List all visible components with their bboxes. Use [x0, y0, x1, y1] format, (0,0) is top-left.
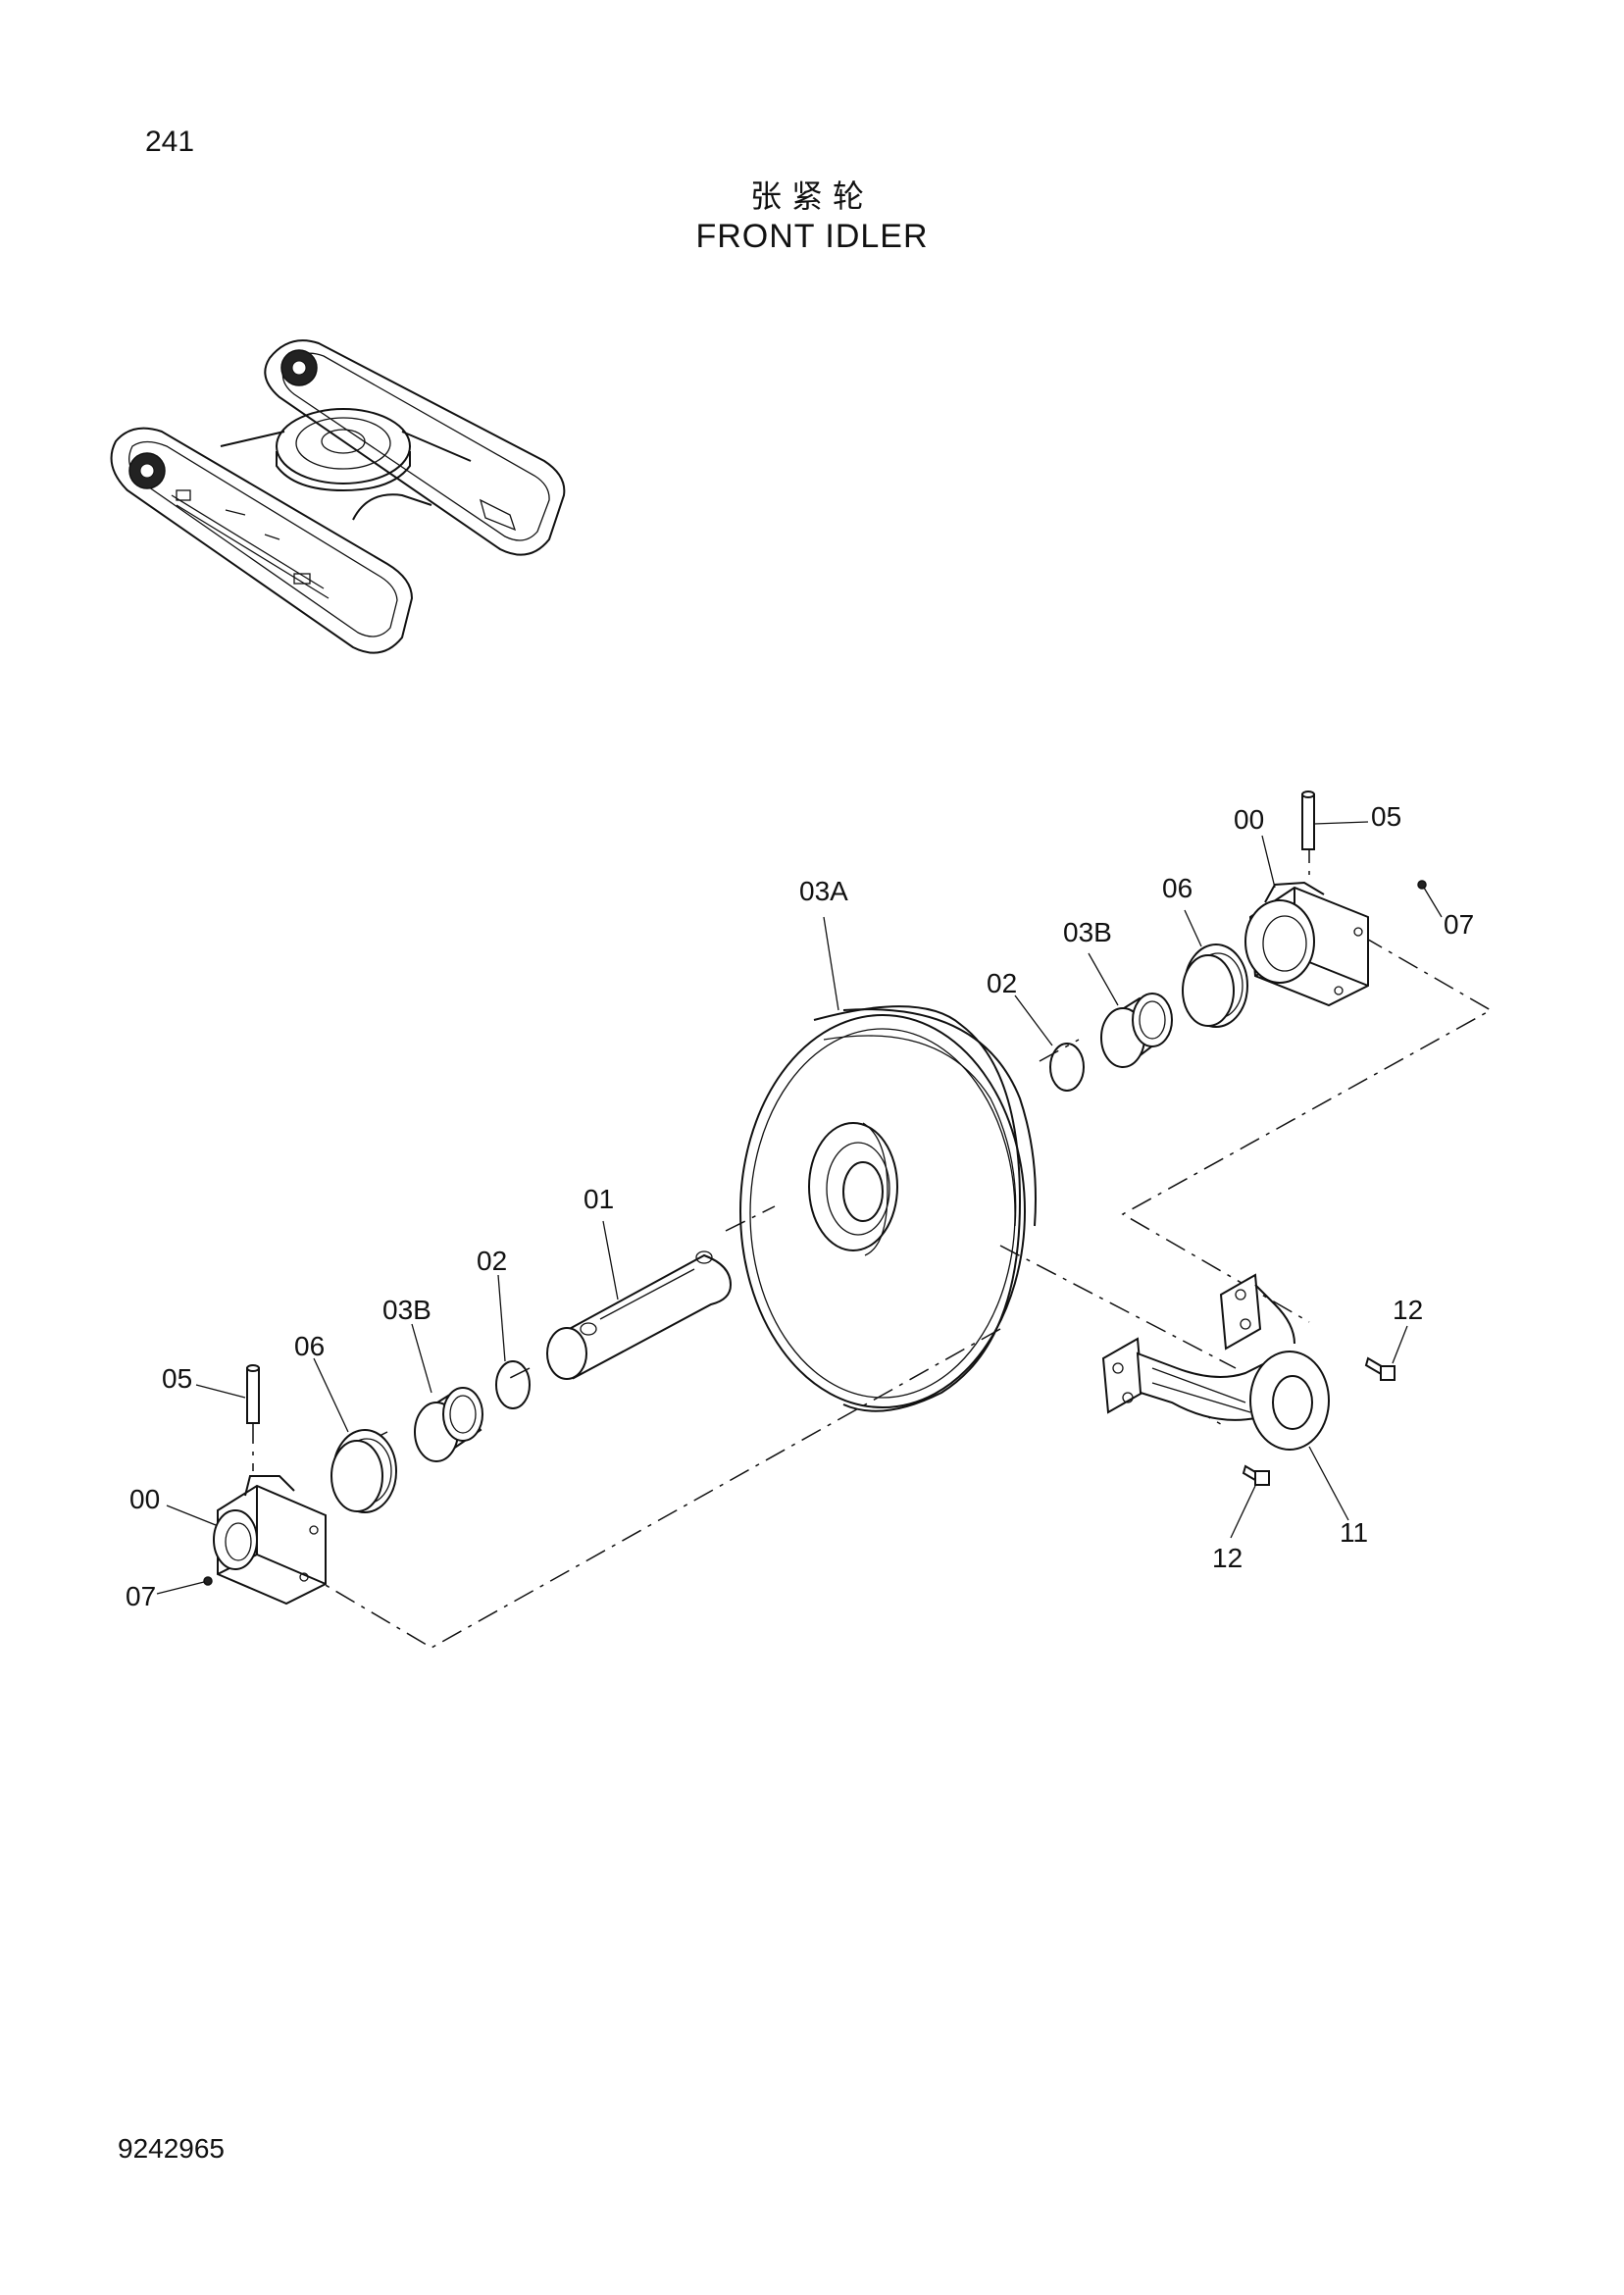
seal-06-left	[330, 1429, 397, 1513]
shaft-01	[546, 1250, 733, 1380]
callout-05-right: 05	[1371, 801, 1401, 832]
callout-07-right: 07	[1444, 909, 1474, 940]
callout-00-right: 00	[1234, 804, 1264, 835]
bolt-12-bottom	[1242, 1464, 1270, 1486]
callout-labels: 00 05 07 06 03B 02 03A 01 02 03B 06 05 0…	[126, 801, 1474, 1611]
o-ring-02-left	[495, 1360, 531, 1409]
bearing-block-00-left	[213, 1475, 327, 1606]
bushing-03B-right	[1100, 993, 1173, 1068]
bracket-11	[1101, 1273, 1330, 1451]
callout-01: 01	[584, 1184, 614, 1214]
callout-11: 11	[1340, 1517, 1368, 1548]
bolt-12-top	[1364, 1356, 1396, 1381]
callout-06-right: 06	[1162, 873, 1193, 903]
page-number: 241	[145, 126, 195, 158]
document-number: 9242965	[118, 2133, 226, 2164]
bearing-block-00-right	[1244, 881, 1369, 1007]
seal-06-right	[1182, 944, 1248, 1028]
o-ring-02-right	[1049, 1043, 1085, 1092]
callout-05-left: 05	[162, 1363, 192, 1394]
title-english: FRONT IDLER	[695, 218, 929, 255]
pin-05-right	[1301, 790, 1315, 850]
callout-07-left: 07	[126, 1581, 156, 1611]
callout-00-left: 00	[129, 1484, 160, 1514]
callout-02-left: 02	[477, 1246, 507, 1276]
idler-wheel-03A	[739, 1005, 1037, 1412]
grease-fitting-07-right	[1417, 880, 1427, 890]
callout-12-bottom: 12	[1212, 1543, 1243, 1573]
undercarriage-overview-illustration	[110, 339, 566, 654]
callout-03a: 03A	[799, 876, 848, 906]
callout-12-top: 12	[1393, 1295, 1423, 1325]
callout-03b-right: 03B	[1063, 917, 1112, 947]
pin-05-left	[246, 1364, 260, 1424]
title-chinese: 张紧轮	[749, 178, 874, 215]
grease-fitting-07-left	[203, 1576, 213, 1586]
callout-06-left: 06	[294, 1331, 325, 1361]
callout-03b-left: 03B	[382, 1295, 431, 1325]
callout-02-right: 02	[987, 968, 1017, 998]
leader-lines	[156, 821, 1443, 1595]
bushing-03B-left	[414, 1387, 483, 1462]
